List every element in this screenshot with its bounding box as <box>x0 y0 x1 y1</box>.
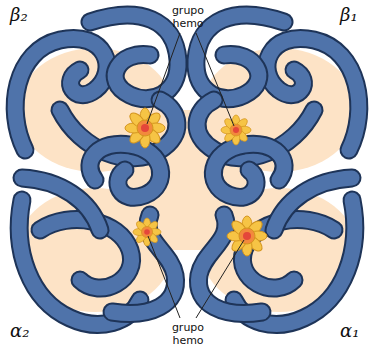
heme-label: grupo hemo <box>168 321 208 347</box>
chain-body <box>213 144 284 197</box>
iron-atom <box>233 127 239 133</box>
heme-symbol <box>227 216 267 256</box>
chain-outline <box>196 15 284 99</box>
heme-label: grupo hemo <box>168 4 208 30</box>
heme-ring <box>141 226 152 237</box>
chain-body <box>112 215 176 313</box>
chain-body <box>22 178 100 230</box>
chain-body <box>40 220 132 288</box>
subunit-label: α₂ <box>10 322 29 340</box>
chain-body <box>90 15 178 99</box>
chain-outline <box>267 38 359 150</box>
iron-atom <box>141 124 149 132</box>
chain-body <box>274 178 352 230</box>
subunit-label: α₁ <box>340 322 359 340</box>
heme-ring <box>137 120 153 136</box>
chain-outline <box>22 178 100 230</box>
chain-body <box>267 38 359 150</box>
chain-outline <box>90 15 178 99</box>
subunit-label: β₂ <box>10 6 28 24</box>
chain-body <box>196 15 284 99</box>
heme-symbol <box>221 115 251 145</box>
chain-outline <box>112 215 176 313</box>
leader-line <box>147 33 244 318</box>
chain-outline <box>274 178 352 230</box>
chain-body <box>15 38 107 150</box>
protein-chain <box>15 15 359 324</box>
heme-group <box>125 108 267 256</box>
chain-outline <box>213 144 284 197</box>
heme-symbol <box>125 108 165 148</box>
chain-outline <box>15 38 107 150</box>
chain-body <box>90 144 161 197</box>
subunit-label: β₁ <box>340 6 358 24</box>
chain-outline <box>40 220 132 288</box>
iron-atom <box>144 229 150 235</box>
iron-atom <box>243 232 251 240</box>
heme-symbol <box>133 218 161 246</box>
chain-outline <box>90 144 161 197</box>
heme-ring <box>230 124 242 136</box>
heme-ring <box>239 228 255 244</box>
